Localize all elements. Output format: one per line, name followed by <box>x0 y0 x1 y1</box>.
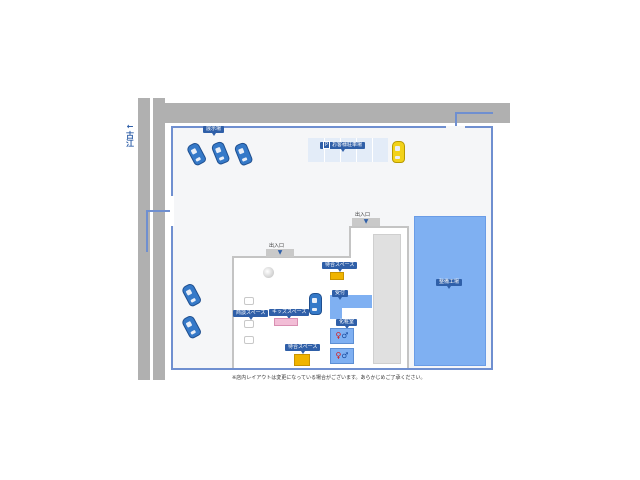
building-joint-cover <box>345 258 353 368</box>
waiting-space-2 <box>294 354 310 366</box>
entry-arrow-horizontal <box>146 210 184 212</box>
road-horizontal-top <box>153 103 510 123</box>
service-factory-label: 整備工場 <box>436 279 463 289</box>
road-vertical-left <box>138 98 150 380</box>
lot-top-left-edge <box>171 126 446 128</box>
lot-right-edge <box>491 126 493 370</box>
layout-note: ※店内レイアウトは変更になっている場合がございます。あらかじめご了承ください。 <box>232 375 426 381</box>
female-icon: ♀ <box>335 331 342 340</box>
top-arrow-horizontal <box>455 112 493 114</box>
interior-display-car <box>309 293 322 315</box>
round-table <box>263 267 274 278</box>
entrance-1-label: 出入口 <box>269 243 285 249</box>
top-arrow-vertical <box>455 112 457 138</box>
left-arrow-icon: ← <box>126 122 134 131</box>
entry-arrow-vertical <box>146 210 148 252</box>
business-space-label: 商談スペース <box>233 310 269 320</box>
male-icon: ♂ <box>341 331 349 340</box>
kids-space <box>274 318 298 326</box>
reception-label: 受付 <box>332 290 349 300</box>
entrance-1-marker-icon: ▼ <box>277 249 283 256</box>
entrance-1[interactable]: ▼ <box>266 249 294 257</box>
lot-left-gap <box>170 196 174 226</box>
restroom-1: ♀♂ <box>330 328 354 344</box>
reception-counter-side <box>330 295 342 319</box>
waiting-space-1 <box>330 272 344 280</box>
entrance-2-marker-icon: ▼ <box>363 218 369 225</box>
road-vertical-right <box>153 98 165 380</box>
direction-label: 古江 <box>125 131 135 147</box>
restroom-label: 化粧室 <box>336 319 358 329</box>
service-factory <box>414 216 486 366</box>
direction-sign: ← 古江 <box>124 122 136 147</box>
business-chair-1 <box>244 297 254 305</box>
entrance-2[interactable]: ▼ <box>352 218 380 226</box>
parking-icon: P <box>323 141 331 149</box>
business-chair-2 <box>244 320 254 328</box>
male-icon: ♂ <box>341 351 349 360</box>
business-chair-3 <box>244 336 254 344</box>
showroom-label: 展示場 <box>203 126 225 136</box>
entrance-2-label: 出入口 <box>355 212 371 218</box>
parked-yellow-car <box>392 141 405 163</box>
female-icon: ♀ <box>335 351 342 360</box>
waiting-space-1-label: 待合スペース <box>322 262 358 272</box>
waiting-space-2-label: 待合スペース <box>285 344 321 354</box>
restroom-2: ♀♂ <box>330 348 354 364</box>
lot-top-right-edge <box>465 126 493 128</box>
kids-space-label: キッズスペース <box>269 309 310 319</box>
back-room <box>373 234 401 364</box>
